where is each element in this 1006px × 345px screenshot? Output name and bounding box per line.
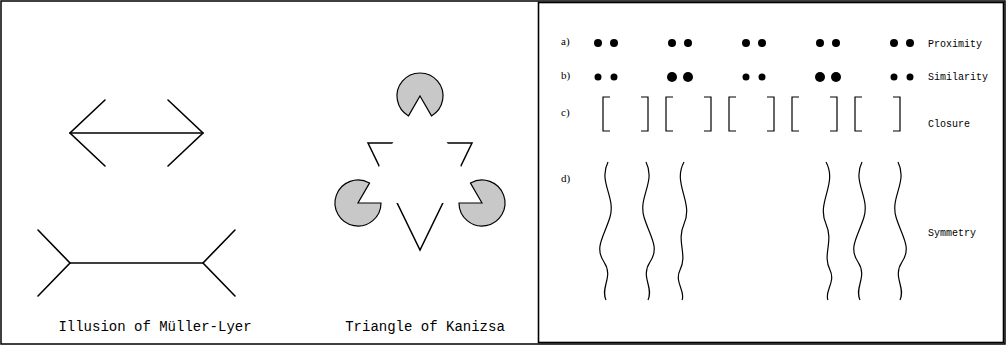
dot [816, 39, 824, 47]
gestalt-panel [539, 3, 1004, 343]
shaft-line [70, 132, 203, 134]
figure-caption: Triangle of Kanizsa [345, 320, 505, 334]
principle-name: Symmetry [928, 229, 976, 239]
dot [906, 39, 914, 47]
dot [742, 39, 750, 47]
left-bracket [603, 97, 610, 131]
wavy-line [854, 162, 866, 300]
dot [610, 39, 618, 47]
figure-caption: Illusion of Müller-Lyer [58, 320, 251, 334]
arrow-head [70, 100, 105, 166]
small-dot [743, 74, 750, 81]
left-bracket [855, 97, 862, 131]
principle-name: Similarity [928, 73, 988, 83]
shaft-line [70, 262, 203, 264]
row-letter: a) [561, 36, 570, 47]
large-dot [667, 72, 677, 82]
illusory-triangle [358, 96, 482, 203]
row-letter: d) [561, 173, 570, 184]
wavy-line [823, 162, 831, 300]
wavy-line [895, 162, 907, 300]
small-dot [611, 74, 618, 81]
left-bracket [666, 97, 673, 131]
arrow-fin [38, 230, 70, 296]
small-dot [595, 74, 602, 81]
large-dot [831, 72, 841, 82]
row-letter: b) [561, 70, 570, 81]
large-dot [683, 72, 693, 82]
left-bracket [729, 97, 736, 131]
wavy-line [678, 162, 686, 300]
row-letter: c) [561, 107, 570, 118]
arrow-head [168, 100, 203, 166]
large-dot [815, 72, 825, 82]
pacman-disc [459, 180, 505, 226]
arrow-fin [203, 230, 235, 296]
right-bracket [704, 97, 711, 131]
principle-name: Closure [928, 120, 970, 130]
dot [684, 39, 692, 47]
dot [594, 39, 602, 47]
dot [668, 39, 676, 47]
pacman-disc [397, 73, 443, 116]
dot [758, 39, 766, 47]
dot [890, 39, 898, 47]
left-bracket [792, 97, 799, 131]
right-bracket [767, 97, 774, 131]
right-bracket [893, 97, 900, 131]
small-dot [907, 74, 914, 81]
pacman-disc [335, 180, 381, 226]
dot [832, 39, 840, 47]
principle-name: Proximity [928, 40, 982, 50]
small-dot [759, 74, 766, 81]
right-bracket [830, 97, 837, 131]
small-dot [891, 74, 898, 81]
wavy-line [600, 162, 612, 300]
wavy-line [643, 162, 655, 300]
right-bracket [641, 97, 648, 131]
